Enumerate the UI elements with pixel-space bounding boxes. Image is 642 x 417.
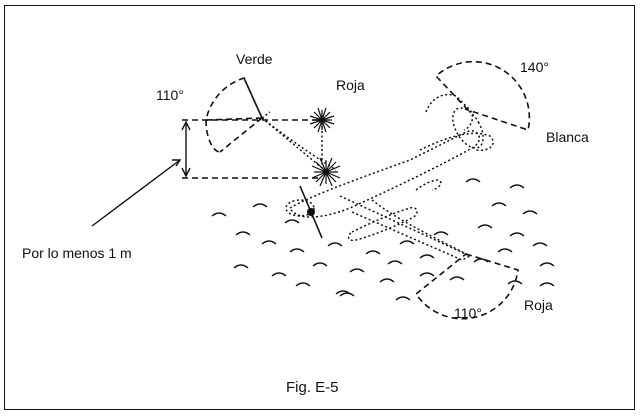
propeller-hub: [307, 208, 315, 216]
label-roja-bottom: Roja: [524, 297, 553, 313]
label-roja-top: Roja: [336, 77, 365, 93]
red-sector-lower: [414, 253, 519, 320]
figure-caption: Fig. E-5: [286, 379, 339, 396]
water-waves: [211, 178, 555, 301]
height-dimension-arrow: [181, 120, 191, 178]
red-light-top: [309, 107, 335, 133]
label-verde: Verde: [236, 51, 273, 67]
height-reference-lines: [182, 119, 322, 179]
label-blanca: Blanca: [546, 129, 589, 145]
green-sector: [205, 77, 264, 153]
red-light-fuselage: [311, 157, 341, 187]
label-angle-tail: 140°: [520, 59, 549, 75]
label-min-height: Por lo menos 1 m: [22, 245, 132, 261]
white-sector: [434, 60, 531, 132]
label-angle-left: 110°: [156, 87, 184, 103]
label-angle-right: 110°: [454, 305, 482, 321]
seaplane-outline: [261, 93, 494, 261]
leader-arrow: [91, 159, 182, 227]
figure-frame: [4, 5, 635, 410]
